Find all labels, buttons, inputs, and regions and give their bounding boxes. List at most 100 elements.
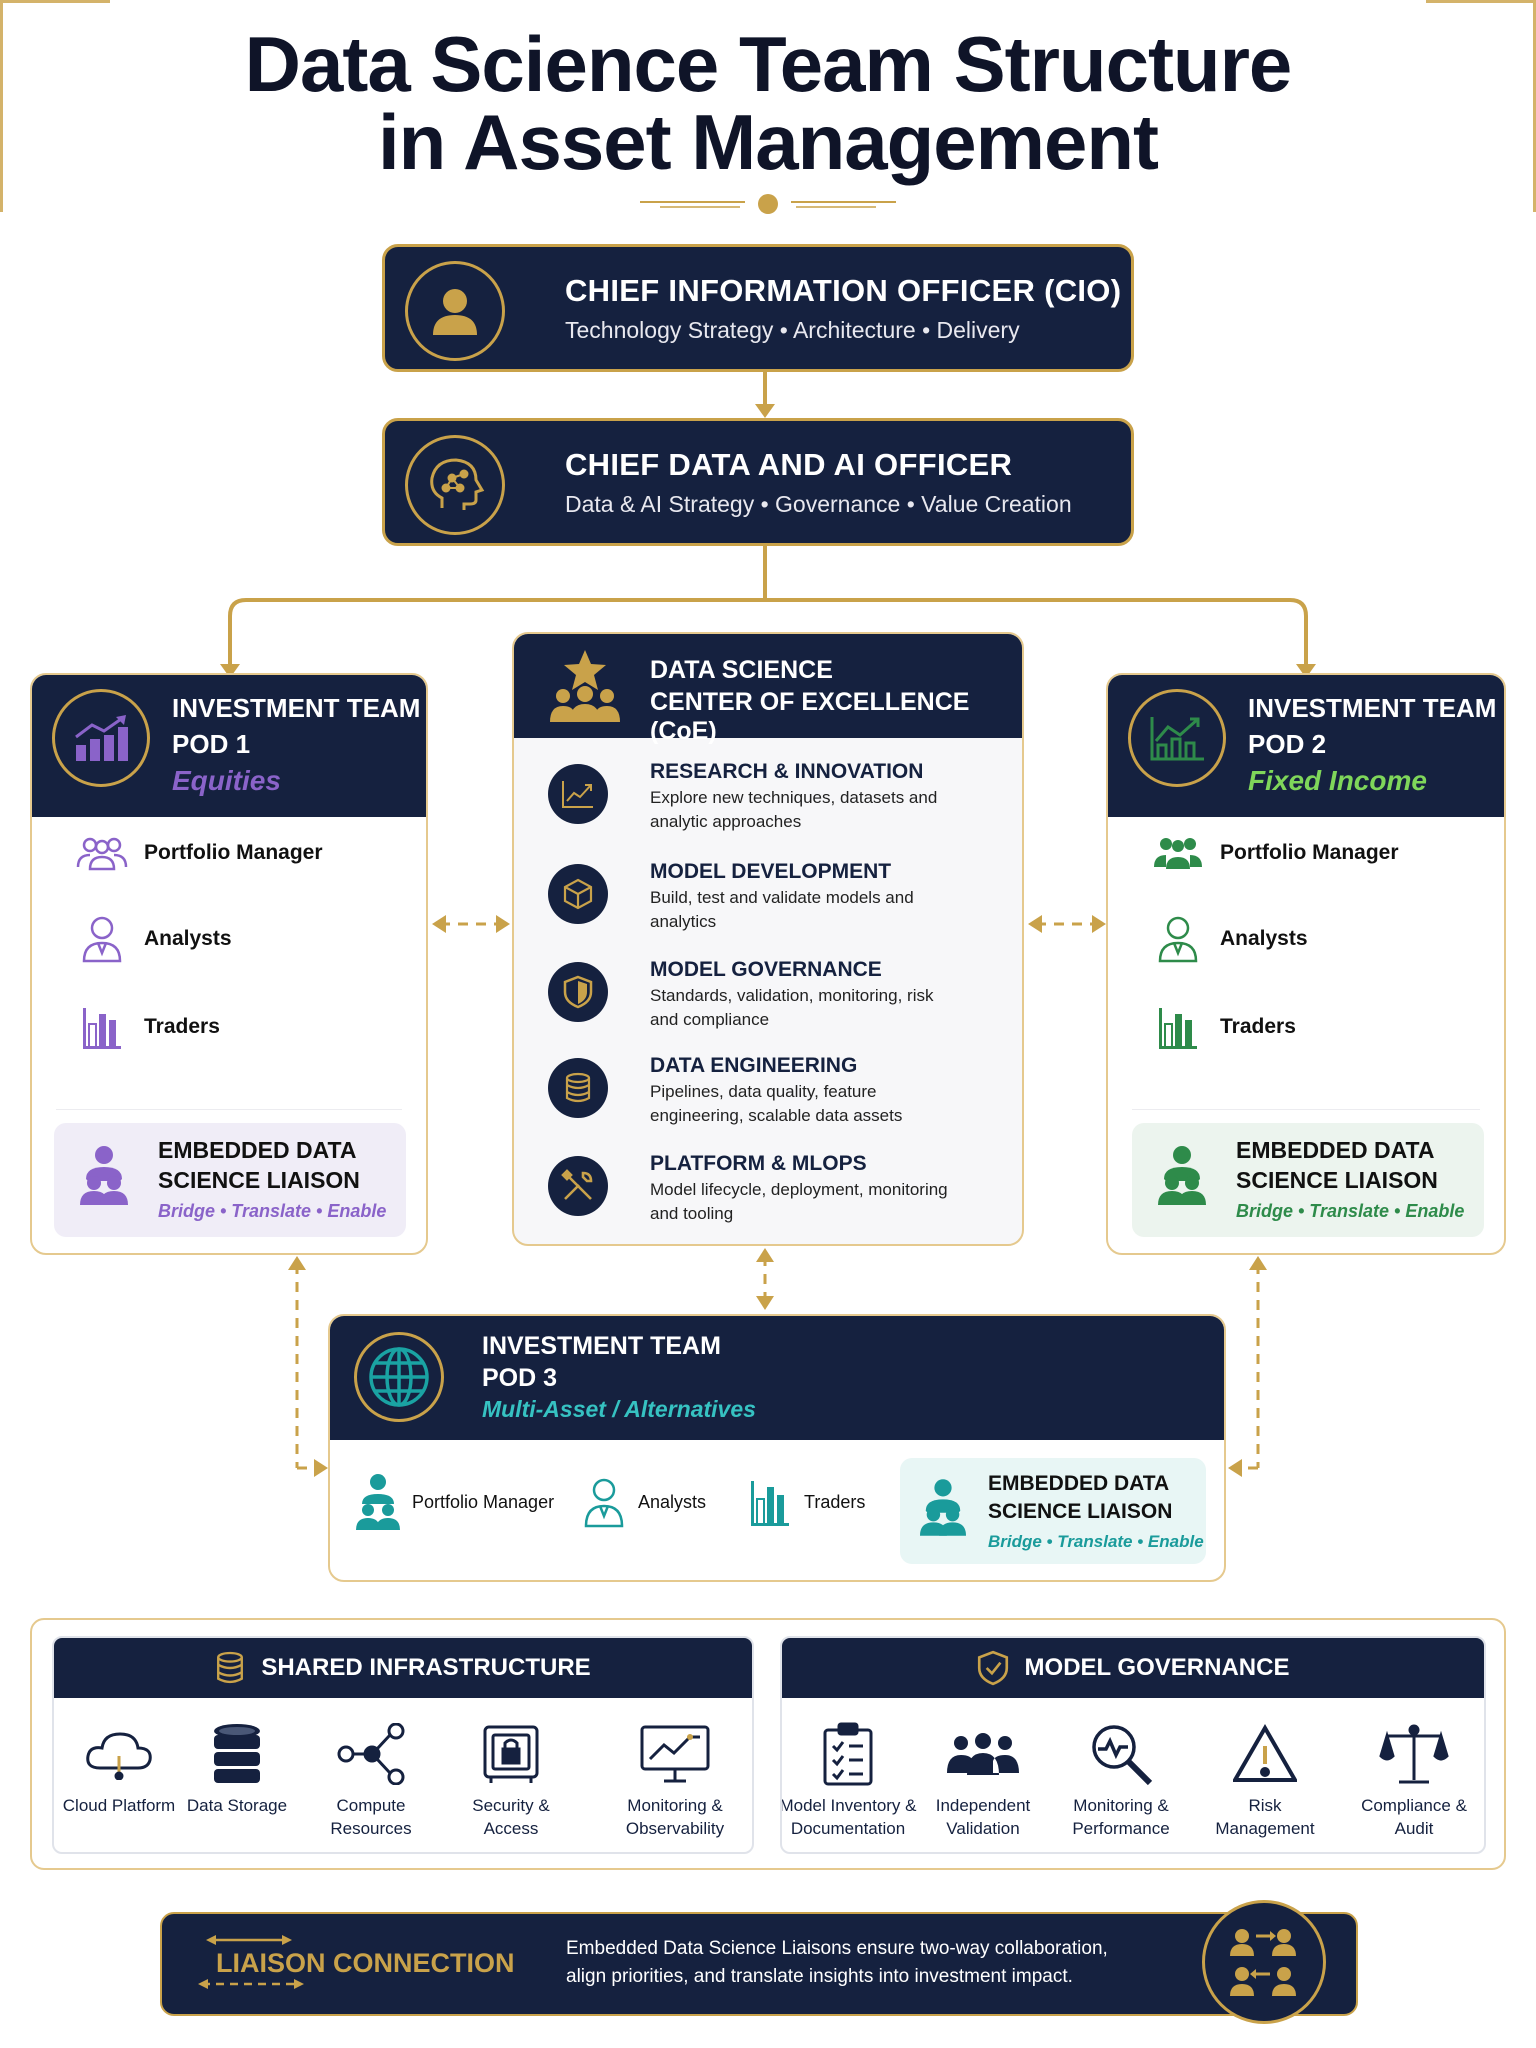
analyst-icon (1152, 913, 1204, 965)
pod1-liaison-line1: EMBEDDED DATA (158, 1137, 357, 1163)
pod3-header: INVESTMENT TEAM POD 3 Multi-Asset / Alte… (330, 1316, 1224, 1440)
pod2-liaison-box: EMBEDDED DATA SCIENCE LIAISON Bridge • T… (1132, 1123, 1484, 1237)
database-icon (172, 1714, 302, 1794)
model-governance-header: MODEL GOVERNANCE (782, 1638, 1484, 1698)
pod2-liaison-tag: Bridge • Translate • Enable (1236, 1201, 1465, 1221)
pod2-header: INVESTMENT TEAM POD 2 Fixed Income (1108, 675, 1504, 817)
analyst-icon (582, 1476, 626, 1528)
database-icon (548, 1058, 608, 1118)
cdao-subtitle: Data & AI Strategy • Governance • Value … (565, 491, 1072, 517)
pod3-card: INVESTMENT TEAM POD 3 Multi-Asset / Alte… (328, 1314, 1226, 1582)
tool-data-storage: Data Storage (172, 1714, 302, 1817)
pod3-liaison-line2: SCIENCE LIAISON (988, 1500, 1173, 1523)
bar-chart-icon (1152, 1001, 1204, 1053)
coe-card: DATA SCIENCE CENTER OF EXCELLENCE (CoE) … (512, 632, 1024, 1246)
pod2-role-label: Portfolio Manager (1220, 841, 1399, 864)
tool-label: Monitoring & Observability (625, 1796, 725, 1838)
gov-label: Risk Management (1215, 1796, 1315, 1838)
tool-monitoring-observability: Monitoring & Observability (600, 1714, 750, 1840)
pod3-liaison-box: EMBEDDED DATA SCIENCE LIAISON Bridge • T… (900, 1458, 1206, 1564)
cdao-title: CHIEF DATA AND AI OFFICER (565, 447, 1013, 482)
coe-item-desc: Explore new techniques, datasets and ana… (650, 788, 938, 831)
chart-icon (548, 764, 608, 824)
coe-item-desc: Standards, validation, monitoring, risk … (650, 986, 934, 1029)
pod3-liaison-tag: Bridge • Translate • Enable (988, 1532, 1204, 1551)
liaison-connection-banner: LIAISON CONNECTION Embedded Data Science… (160, 1900, 1358, 2024)
pod2-role-label: Analysts (1220, 927, 1308, 950)
ai-head-icon (405, 435, 505, 535)
coe-item-desc: Model lifecycle, deployment, monitoring … (650, 1180, 948, 1223)
liaison-person-icon (1158, 1143, 1206, 1212)
pod1-role-analysts: Analysts (76, 913, 232, 965)
tool-label: Compute Resources (330, 1796, 412, 1838)
pod3-role-label: Analysts (638, 1491, 707, 1512)
gov-label: Independent Validation (935, 1796, 1031, 1838)
divider (1132, 1109, 1480, 1110)
coe-item-desc: Build, test and validate models and anal… (650, 888, 914, 931)
pod1-liaison-tag: Bridge • Translate • Enable (158, 1201, 387, 1221)
gov-label: Monitoring & Performance (1072, 1796, 1170, 1838)
coe-item-title: MODEL GOVERNANCE (650, 958, 882, 981)
gov-label: Compliance & Audit (1361, 1796, 1467, 1838)
liaison-person-icon (920, 1476, 966, 1543)
bar-chart-icon (76, 1001, 128, 1053)
pod1-role-label: Analysts (144, 927, 232, 950)
database-icon (217, 1651, 244, 1684)
cloud-icon (54, 1714, 184, 1794)
pod1-role-traders: Traders (76, 1001, 220, 1053)
safe-lock-icon (446, 1714, 576, 1794)
cdao-box: CHIEF DATA AND AI OFFICER Data & AI Stra… (382, 418, 1134, 546)
pod2-line2: POD 2 (1248, 729, 1327, 759)
network-nodes-icon (306, 1714, 436, 1794)
tool-compute-resources: Compute Resources (306, 1714, 436, 1840)
coe-line1: DATA SCIENCE (650, 656, 833, 684)
pod1-line1: INVESTMENT TEAM (172, 693, 421, 723)
gov-independent-validation: Independent Validation (918, 1714, 1048, 1840)
coe-header: DATA SCIENCE CENTER OF EXCELLENCE (CoE) (514, 634, 1022, 745)
pod2-line1: INVESTMENT TEAM (1248, 693, 1497, 723)
scales-icon (1344, 1714, 1484, 1794)
pod3-role-analysts: Analysts (582, 1476, 706, 1528)
pod1-role-label: Traders (144, 1015, 220, 1038)
liaison-text-line2: align priorities, and translate insights… (566, 1966, 1073, 1987)
pod1-role-label: Portfolio Manager (144, 841, 323, 864)
pod2-role-label: Traders (1220, 1015, 1296, 1038)
cio-title: CHIEF INFORMATION OFFICER (CIO) (565, 273, 1122, 308)
gov-model-inventory: Model Inventory & Documentation (782, 1714, 918, 1840)
frame-corner-right (1426, 0, 1536, 212)
page-title-line2: in Asset Management (378, 98, 1159, 186)
cio-subtitle: Technology Strategy • Architecture • Del… (565, 317, 1020, 343)
liaison-person-icon (80, 1143, 128, 1212)
tool-cloud-platform: Cloud Platform (54, 1714, 184, 1817)
model-governance-panel: MODEL GOVERNANCE Model Inventory & Docum… (780, 1636, 1486, 1854)
page-title-line1: Data Science Team Structure (244, 20, 1293, 108)
coe-item-title: PLATFORM & MLOPS (650, 1152, 867, 1175)
pod3-role-label: Portfolio Manager (412, 1491, 555, 1512)
pod3-line1: INVESTMENT TEAM (482, 1332, 721, 1360)
cio-box: CHIEF INFORMATION OFFICER (CIO) Technolo… (382, 244, 1134, 372)
gov-risk-management: Risk Management (1200, 1714, 1330, 1840)
tool-label: Security & Access (472, 1796, 550, 1838)
analyst-icon (76, 913, 128, 965)
team-icon (1152, 827, 1204, 879)
pod2-liaison-line1: EMBEDDED DATA (1236, 1137, 1435, 1163)
shared-infrastructure-panel: SHARED INFRASTRUCTURE Cloud Platform Dat… (52, 1636, 754, 1854)
group-icon (918, 1714, 1048, 1794)
pod3-liaison-line1: EMBEDDED DATA (988, 1472, 1170, 1495)
model-governance-title: MODEL GOVERNANCE (1024, 1654, 1290, 1681)
pod2-role-portfolio-manager: Portfolio Manager (1152, 827, 1399, 879)
pod3-asset-class: Multi-Asset / Alternatives (482, 1396, 756, 1422)
double-arrow-icon (198, 1935, 304, 1989)
monitor-chart-icon (600, 1714, 750, 1794)
bottom-panel: SHARED INFRASTRUCTURE Cloud Platform Dat… (30, 1618, 1506, 1870)
pod3-role-portfolio-manager: Portfolio Manager (356, 1474, 555, 1530)
coe-item-title: RESEARCH & INNOVATION (650, 760, 924, 783)
pod1-line2: POD 1 (172, 729, 251, 759)
globe-icon (354, 1332, 444, 1422)
liaison-connection-label: LIAISON CONNECTION (216, 1948, 515, 1978)
pod1-header: INVESTMENT TEAM POD 1 Equities (32, 675, 426, 817)
pod2-card: INVESTMENT TEAM POD 2 Fixed Income Portf… (1106, 673, 1506, 1255)
team-icon (76, 827, 128, 879)
warning-triangle-icon (1200, 1714, 1330, 1794)
